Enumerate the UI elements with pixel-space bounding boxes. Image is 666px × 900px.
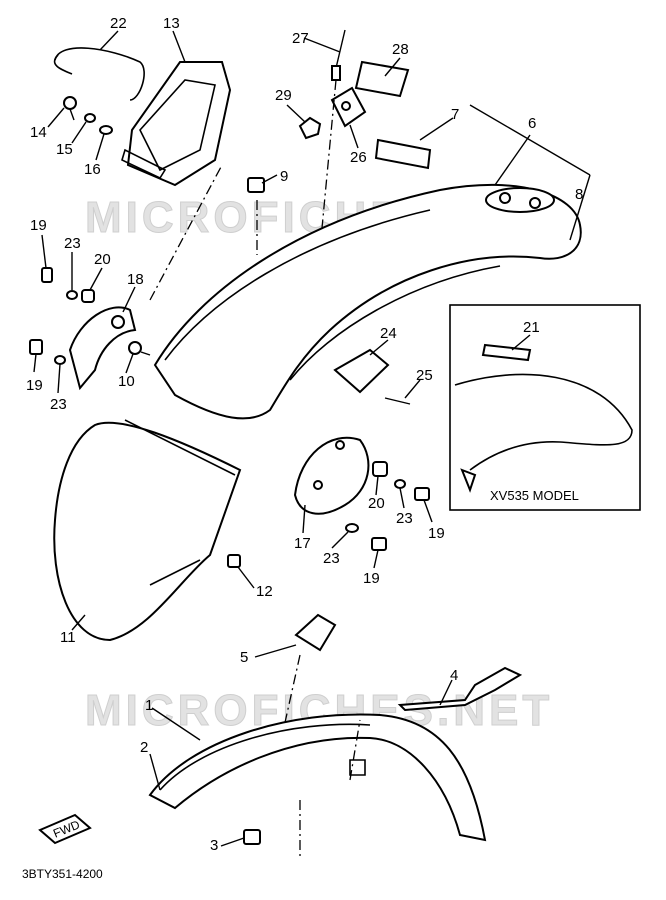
callout-14: 14 xyxy=(30,124,47,141)
callout-24: 24 xyxy=(380,325,397,342)
parts-17-19-20-23 xyxy=(293,436,430,551)
callout-16: 16 xyxy=(84,161,101,178)
callout-18: 18 xyxy=(127,271,144,288)
callout-15: 15 xyxy=(56,141,73,158)
callout-6: 6 xyxy=(528,115,536,132)
callout-20-b: 20 xyxy=(368,495,385,512)
part-6-8-leaders xyxy=(469,104,591,241)
part-22-strap xyxy=(53,47,145,101)
callout-26: 26 xyxy=(350,149,367,166)
callout-25: 25 xyxy=(416,367,433,384)
callout-23-a: 23 xyxy=(64,235,81,252)
part-4-bracket xyxy=(397,666,523,712)
callout-labels: 22 13 14 15 16 27 28 29 26 7 6 8 9 19 23… xyxy=(26,15,583,854)
callout-19-a: 19 xyxy=(30,217,47,234)
callout-28: 28 xyxy=(392,41,409,58)
part-7-emblem xyxy=(374,138,432,170)
front-fender xyxy=(148,713,487,860)
callout-19-d: 19 xyxy=(363,570,380,587)
callout-8: 8 xyxy=(575,186,583,203)
callout-5: 5 xyxy=(240,649,248,666)
xv535-inset xyxy=(449,304,641,511)
leader-box-fender xyxy=(149,164,223,301)
parts-26-to-29 xyxy=(298,29,410,229)
callout-20-a: 20 xyxy=(94,251,111,268)
part-11-inner-guard xyxy=(53,419,242,642)
callout-23-b: 23 xyxy=(50,396,67,413)
part-3-bolt xyxy=(243,829,261,845)
callout-23-d: 23 xyxy=(323,550,340,567)
part-5-clamp xyxy=(279,613,337,746)
parts-18-19-20-23-10 xyxy=(29,267,151,391)
callout-13: 13 xyxy=(163,15,180,32)
callout-4: 4 xyxy=(450,667,458,684)
callout-17: 17 xyxy=(294,535,311,552)
callout-11: 11 xyxy=(60,629,76,646)
part-9-bolt xyxy=(247,177,265,193)
diagram-code: 3BTY351-4200 xyxy=(22,867,103,881)
callout-23-c: 23 xyxy=(396,510,413,527)
fwd-arrow-icon xyxy=(38,813,92,845)
part-12-bolt xyxy=(227,554,241,568)
inset-model-label: XV535 MODEL xyxy=(490,488,579,503)
callout-12: 12 xyxy=(256,583,273,600)
callout-21: 21 xyxy=(523,319,540,336)
parts-14-15-16 xyxy=(63,96,113,135)
parts-24-25 xyxy=(333,348,411,405)
callout-9: 9 xyxy=(280,168,288,185)
callout-27: 27 xyxy=(292,30,309,47)
callout-19-c: 19 xyxy=(428,525,445,542)
callout-3: 3 xyxy=(210,837,218,854)
callout-10: 10 xyxy=(118,373,135,390)
callout-1: 1 xyxy=(145,697,153,714)
callout-19-b: 19 xyxy=(26,377,43,394)
rear-fender xyxy=(153,183,582,420)
callout-22: 22 xyxy=(110,15,127,32)
part-13-tail-box xyxy=(121,61,232,187)
leader-lines xyxy=(33,30,531,847)
callout-2: 2 xyxy=(140,739,148,756)
callout-29: 29 xyxy=(275,87,292,104)
callout-7: 7 xyxy=(451,106,459,123)
